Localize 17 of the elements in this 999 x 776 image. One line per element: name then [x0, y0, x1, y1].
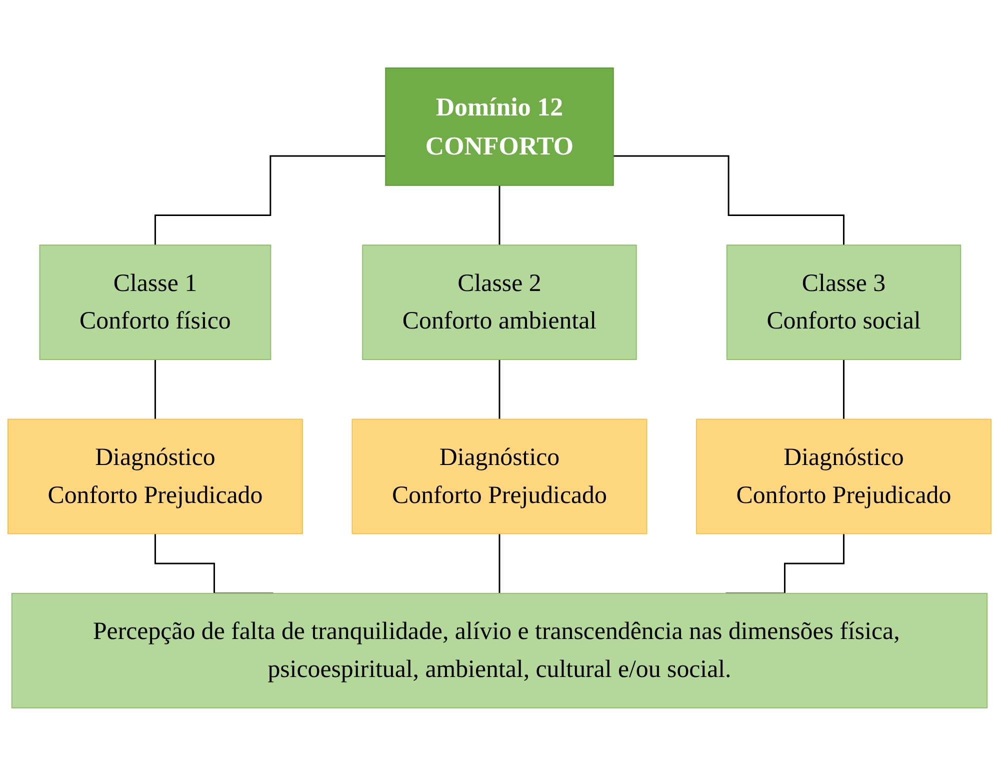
node-box: Percepção de falta de tranquilidade, alívio e transcendência nas dimensões física, psicoespiritual, ambiental, cultural e/ou social. [11, 593, 988, 708]
node-box: Diagnóstico Conforto Prejudicado [7, 418, 303, 534]
node-box: Diagnóstico Conforto Prejudicado [696, 418, 992, 534]
connector [154, 155, 386, 246]
connector [613, 155, 845, 246]
node-box: Domínio 12 CONFORTO [385, 68, 614, 186]
connector [498, 184, 500, 246]
node-box: Classe 2 Conforto ambiental [362, 244, 637, 360]
connector [154, 533, 274, 594]
connector [498, 358, 500, 420]
connector [498, 533, 500, 594]
connector [843, 358, 845, 420]
node-box: Classe 3 Conforto social [726, 244, 962, 360]
connector [154, 358, 156, 420]
connector [726, 533, 845, 594]
node-box: Classe 1 Conforto físico [39, 244, 272, 360]
node-box: Diagnóstico Conforto Prejudicado [352, 418, 648, 534]
